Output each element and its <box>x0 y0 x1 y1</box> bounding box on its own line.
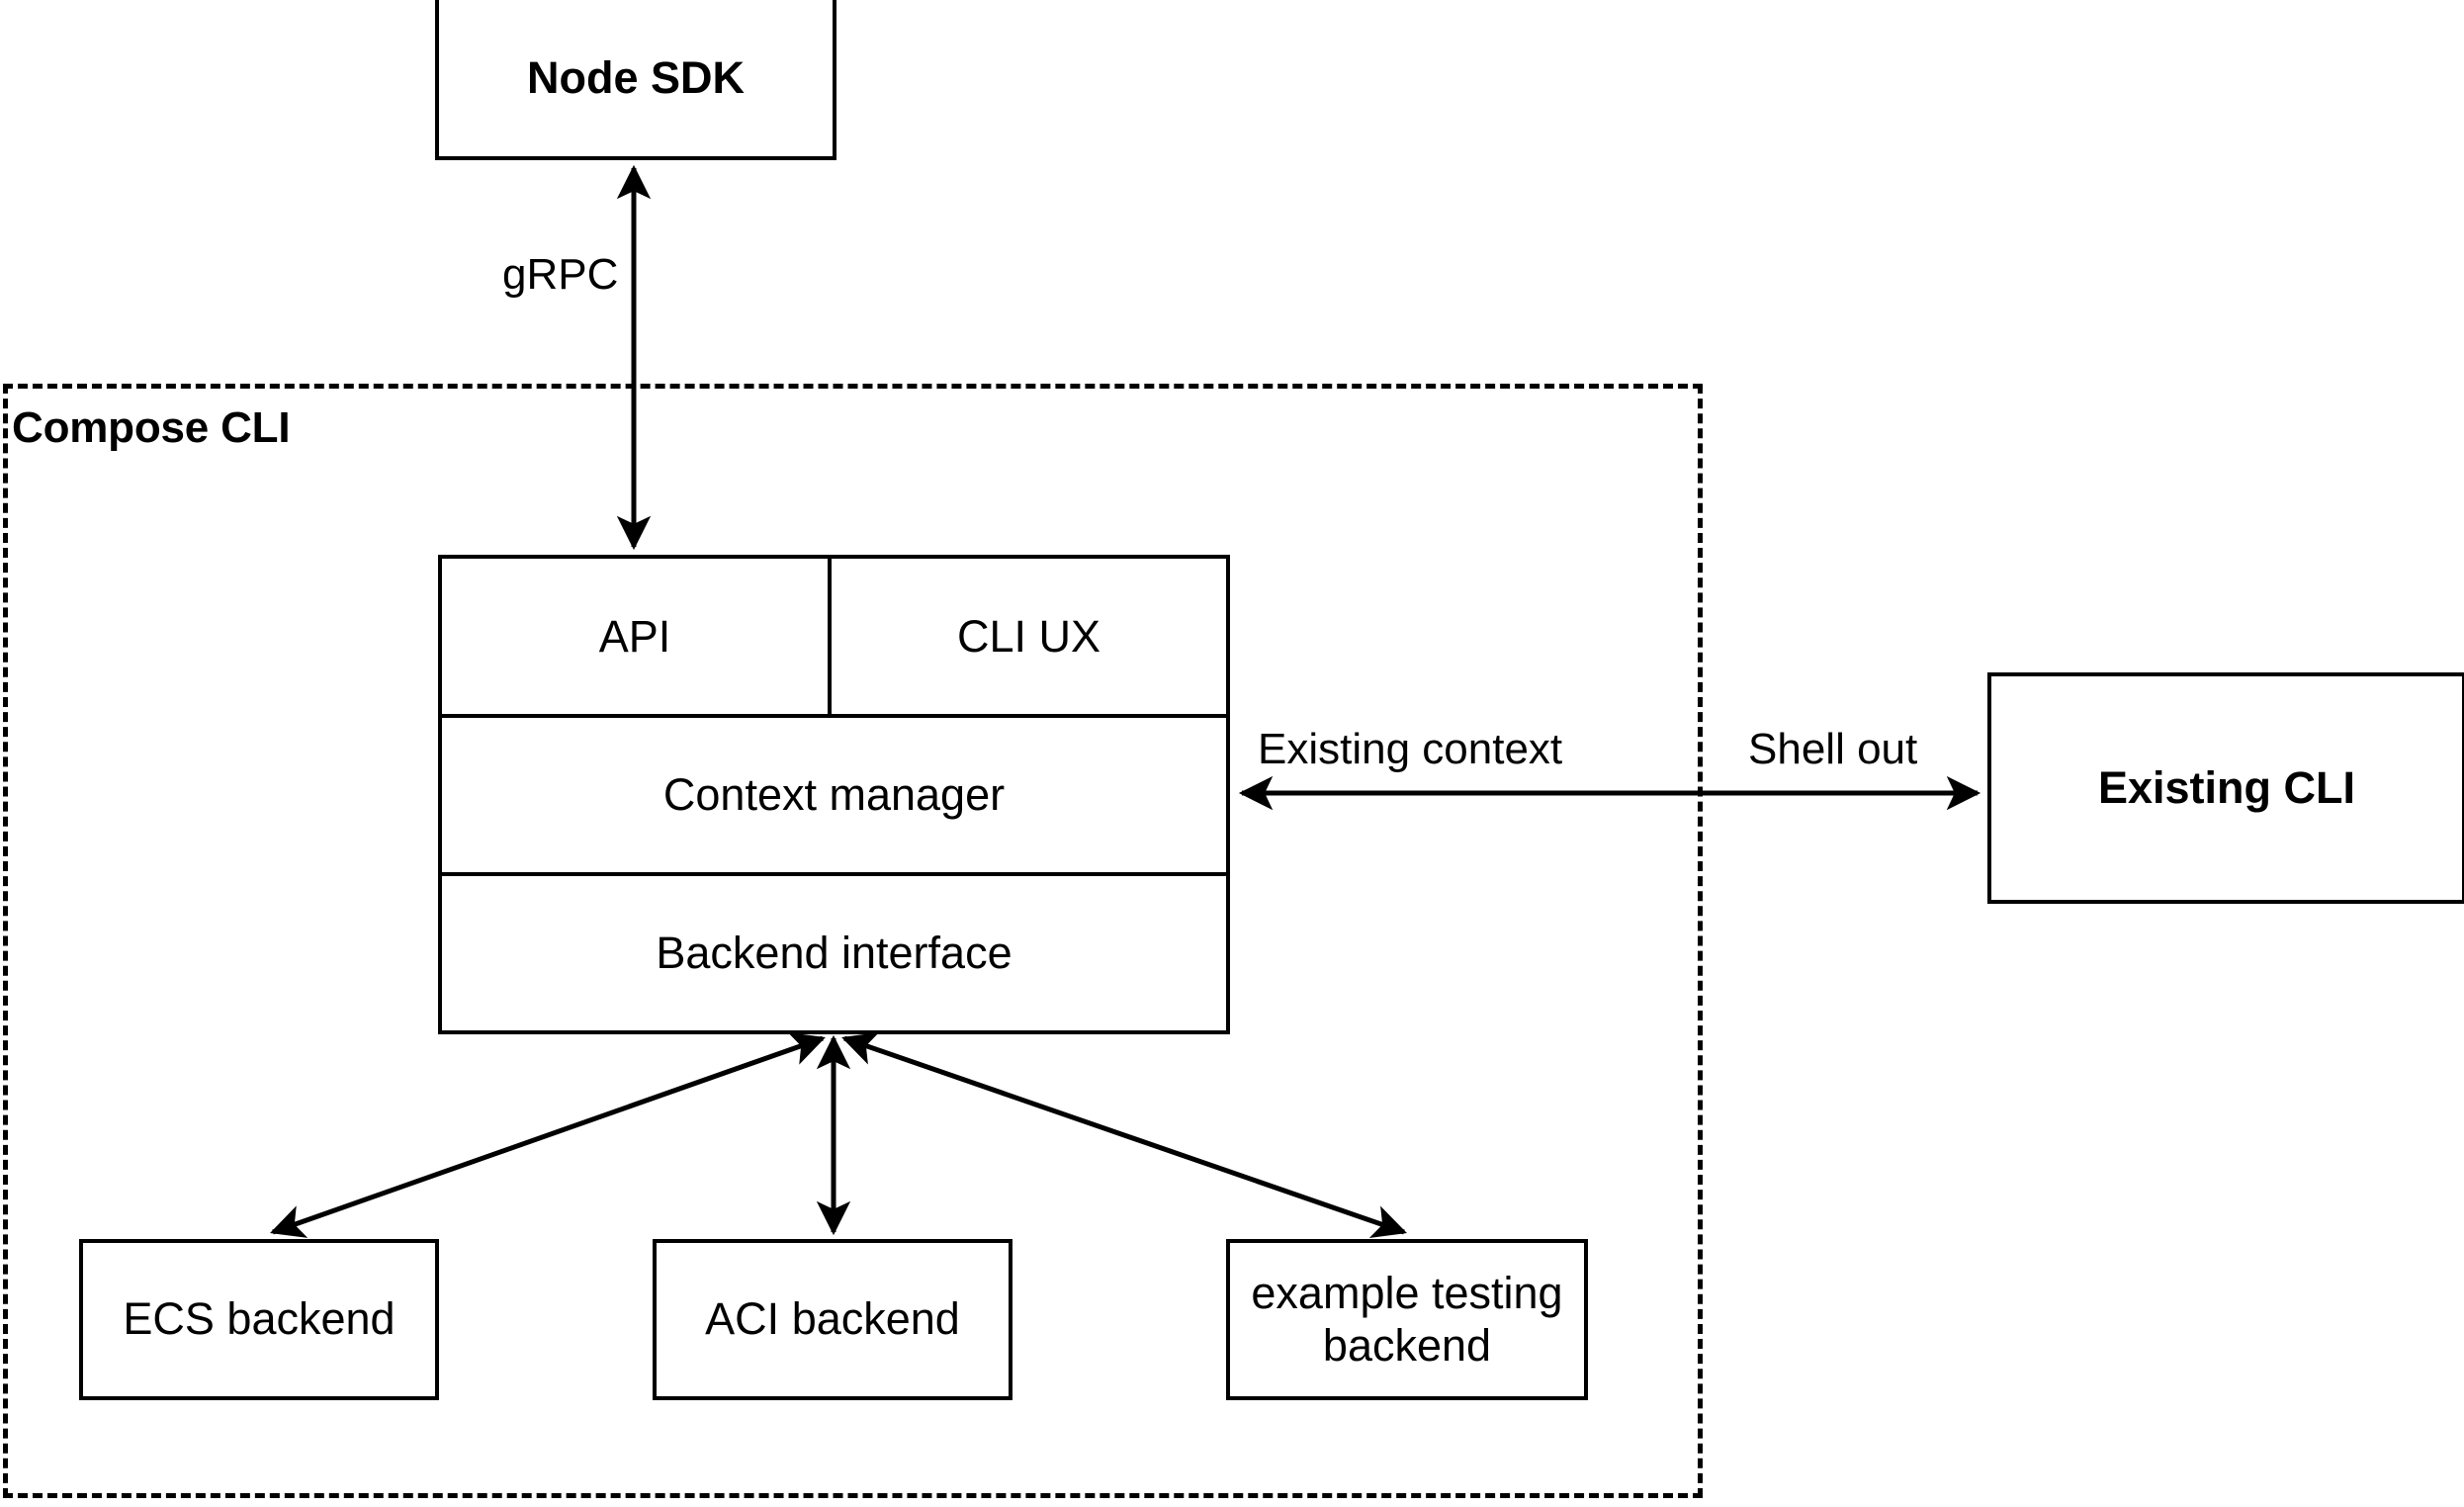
node-node-sdk[interactable]: Node SDK <box>435 0 836 160</box>
core-stack-api-label: API <box>598 610 671 662</box>
node-aci-backend-label: ACI backend <box>705 1293 960 1345</box>
edge-example-backend <box>841 1031 1407 1239</box>
edge-label-grpc: gRPC <box>502 250 619 299</box>
node-aci-backend[interactable]: ACI backend <box>653 1239 1012 1400</box>
edge-label-existing-context: Existing context <box>1258 725 1563 773</box>
core-stack-cli-ux-label: CLI UX <box>956 610 1101 662</box>
node-example-testing-backend[interactable]: example testing backend <box>1226 1239 1588 1400</box>
core-stack-backend-interface-label: Backend interface <box>656 928 1012 978</box>
edge-ecs <box>270 1032 826 1238</box>
core-stack-row-context-manager[interactable]: Context manager <box>442 718 1226 876</box>
node-existing-cli[interactable]: Existing CLI <box>1987 672 2464 904</box>
core-stack-cell-api[interactable]: API <box>442 559 832 714</box>
node-example-testing-backend-label: example testing backend <box>1251 1268 1563 1371</box>
core-stack-cell-cli-ux[interactable]: CLI UX <box>832 559 1226 714</box>
node-ecs-backend-label: ECS backend <box>123 1293 396 1345</box>
core-stack: API CLI UX Context manager Backend inter… <box>438 555 1230 1034</box>
core-stack-context-manager-label: Context manager <box>662 769 1006 820</box>
node-node-sdk-label: Node SDK <box>526 51 745 103</box>
core-stack-row-top: API CLI UX <box>442 559 1226 718</box>
node-existing-cli-label: Existing CLI <box>2097 761 2356 813</box>
node-ecs-backend[interactable]: ECS backend <box>79 1239 439 1400</box>
core-stack-row-backend-interface[interactable]: Backend interface <box>442 876 1226 1030</box>
edge-label-shell-out: Shell out <box>1748 725 1918 773</box>
compose-cli-boundary <box>3 384 1703 1498</box>
compose-cli-label: Compose CLI <box>12 403 291 453</box>
